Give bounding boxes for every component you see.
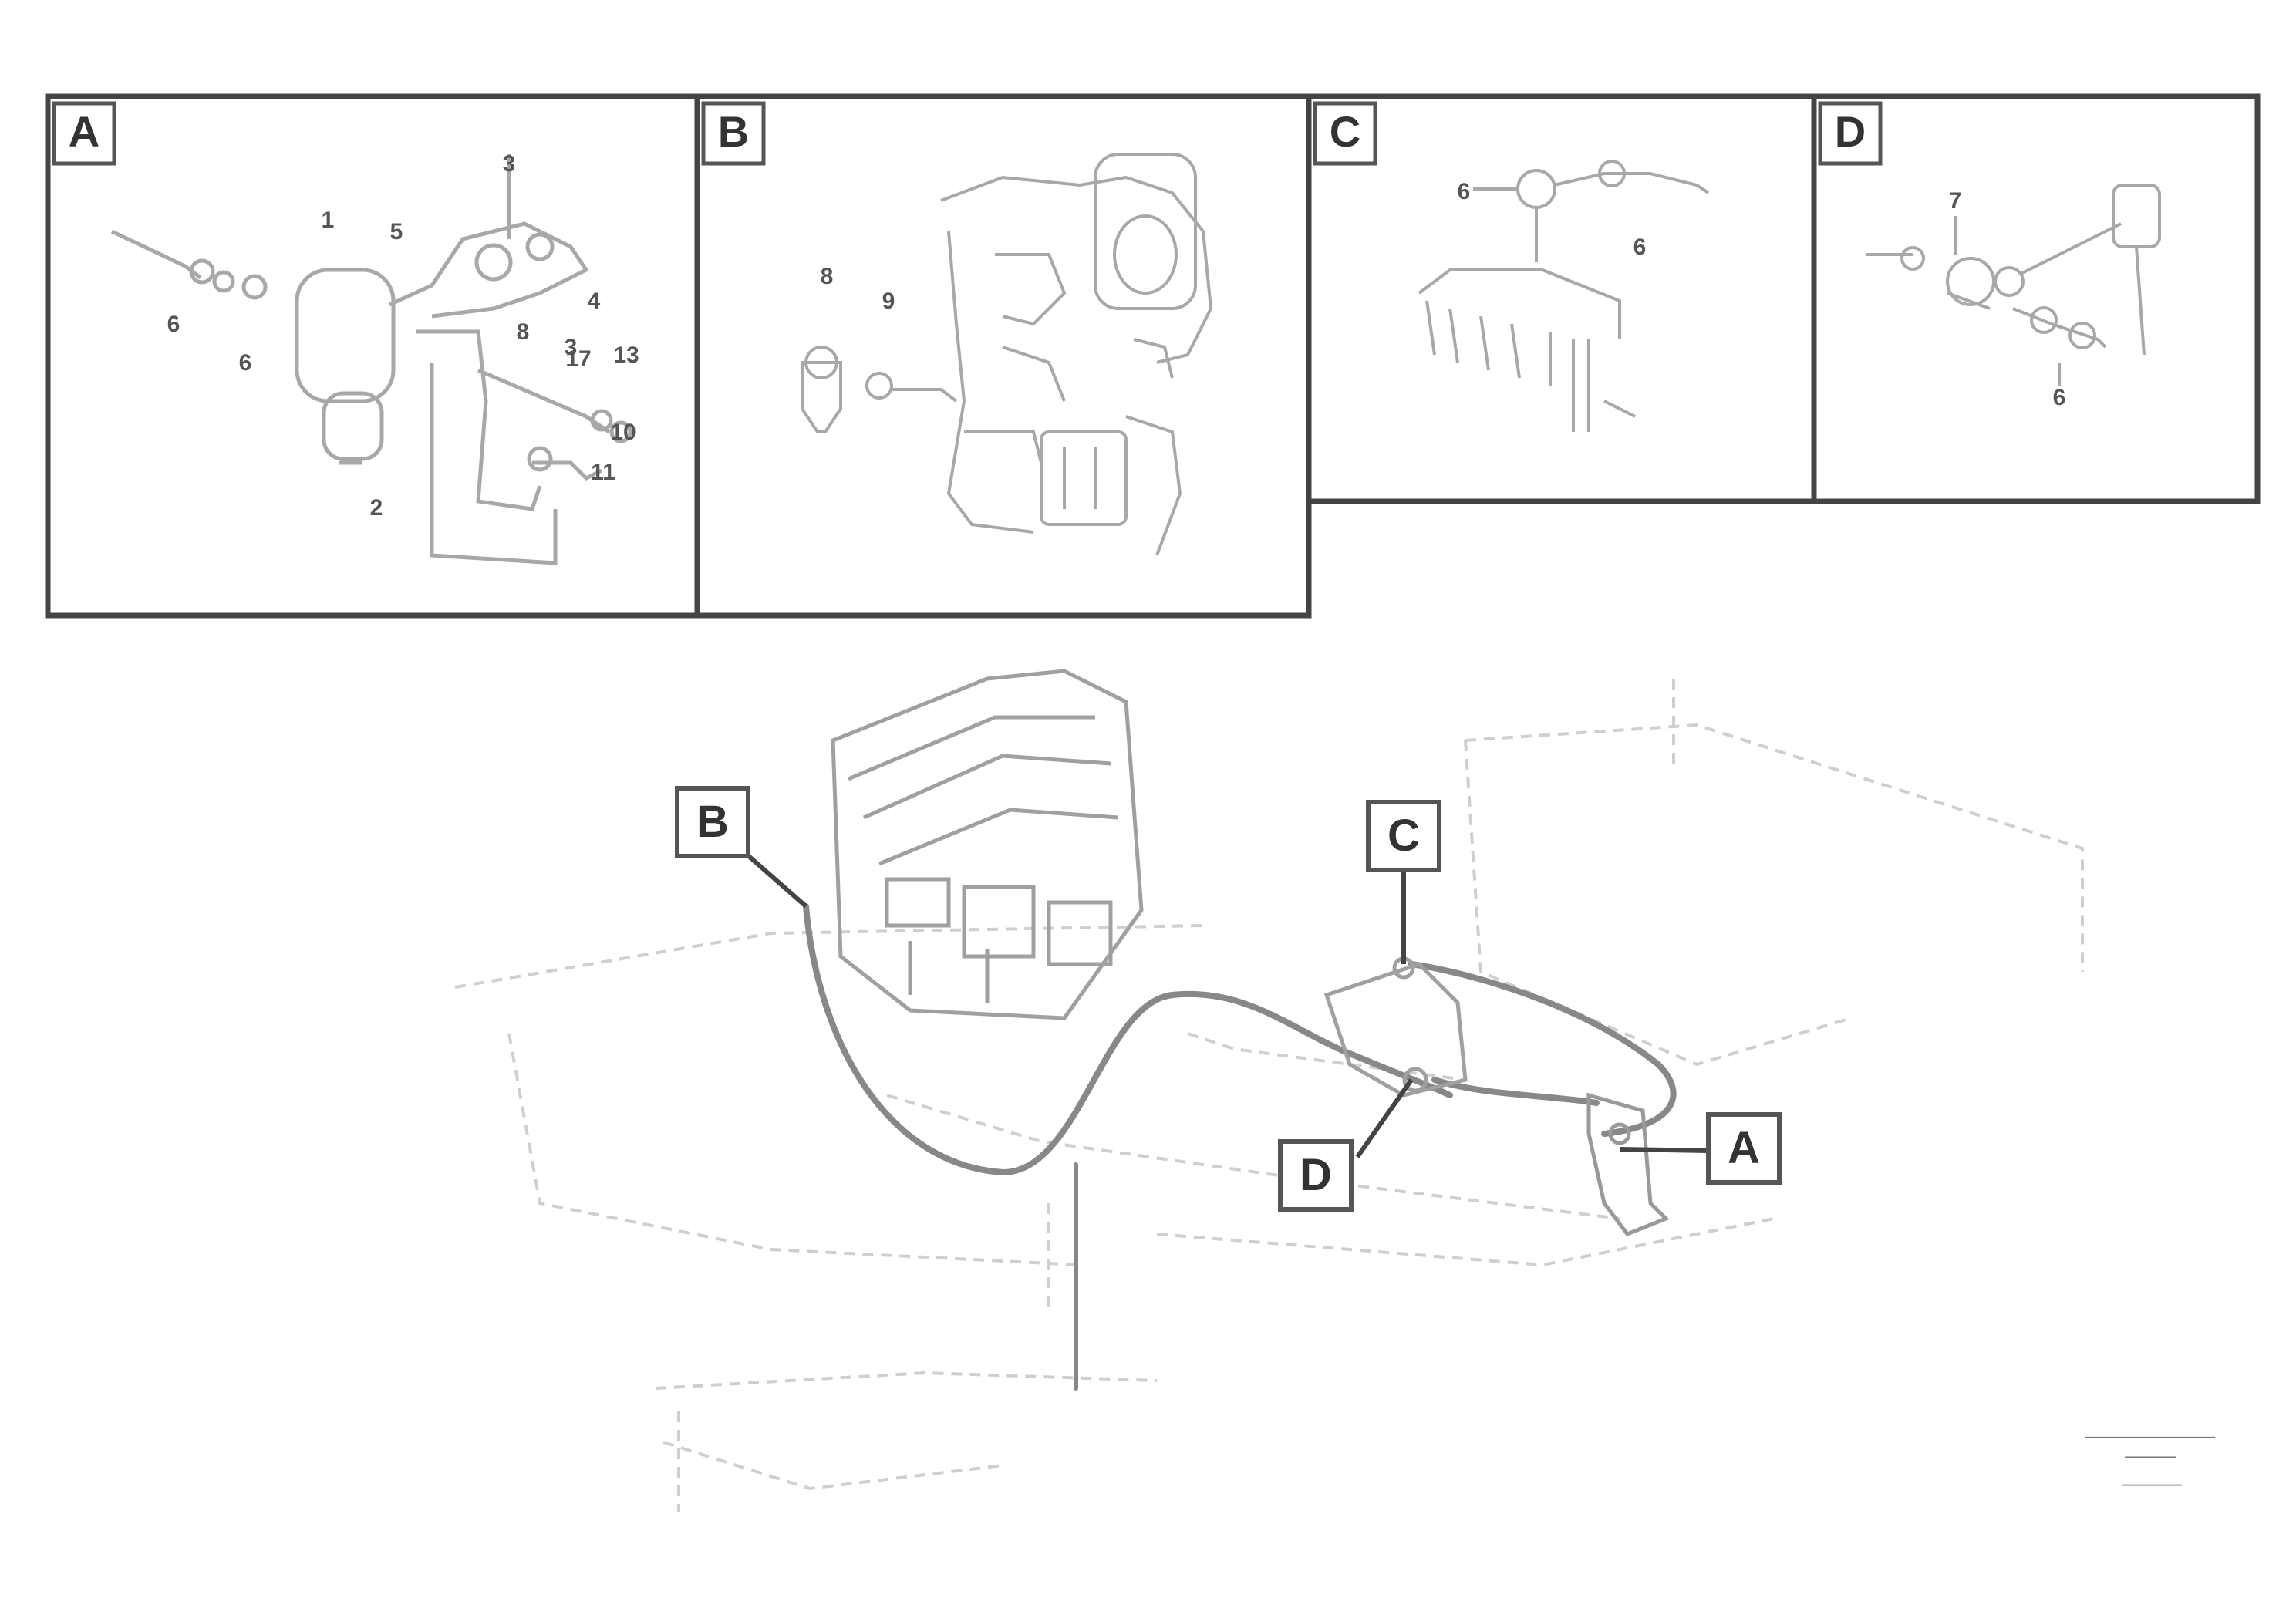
overview-tag-a: A [1706,1112,1782,1185]
fuel-hoses [803,903,1677,1391]
panel-a-frame [45,93,700,619]
leader-b [743,850,807,909]
drawing-reference: ——————— ——— ——— [2085,1426,2215,1495]
callout-b-1: 8 [821,264,834,289]
machine-overview: B C D A [454,669,2084,1512]
reference-line-1: ——————— [2085,1426,2215,1447]
overview-tag-b-letter: B [696,797,729,847]
callout-a-11: 10 [610,420,636,445]
callout-a-13: 2 [370,495,383,521]
overview-tag-d: D [1278,1139,1354,1212]
callout-a-4: 6 [167,312,180,337]
detail-panel-c: C 6 6 [1306,93,1817,504]
panel-d-frame [1811,93,2261,504]
overview-tag-c-box [1366,800,1441,872]
callout-c-2: 6 [1633,234,1647,260]
panel-d-callouts: 7 6 [1949,188,2066,410]
panel-c-tag [1313,101,1377,166]
drawing-number: ——— [2122,1472,2182,1495]
overview-tag-d-letter: D [1300,1150,1332,1200]
overview-tag-c: C [1366,800,1441,872]
panel-d-line-art [1866,184,2161,386]
overview-tag-a-letter: A [1728,1123,1760,1173]
overview-tag-d-box [1278,1139,1354,1212]
leader-a [1619,1147,1709,1153]
hose-return [1408,961,1677,1137]
panel-b-tag [701,101,766,166]
callout-a-12: 11 [591,460,615,485]
filter-assembly [1586,1092,1670,1237]
overview-tag-b-box [675,786,750,858]
detail-panel-b: B 8 9 [694,93,1312,619]
leader-lines [743,850,1709,1158]
panel-a-letter: A [69,107,99,156]
panel-c-callouts: 6 6 [1458,179,1647,260]
panel-a-callouts: 3 1 5 6 6 4 8 3 17 13 10 11 2 [167,151,639,521]
callout-a-6: 4 [588,288,601,314]
callout-a-1: 3 [503,151,516,177]
panel-a-tag [52,101,116,166]
callout-a-8: 3 [565,335,578,360]
callout-a-5: 6 [239,350,252,376]
callout-a-10: 13 [613,342,639,368]
overview-tag-b: B [675,786,750,858]
detail-panel-d: D 7 6 [1811,93,2261,504]
panel-b-frame [694,93,1312,619]
panel-a-line-art [110,154,632,565]
callout-a-7: 8 [517,319,530,345]
callout-a-2: 1 [322,207,335,233]
engine-block [831,669,1144,1020]
reference-line-2: ——— [2125,1446,2176,1465]
panel-d-tag [1818,101,1883,166]
panel-b-line-art [801,153,1213,556]
callout-c-1: 6 [1458,179,1471,204]
panel-c-frame [1306,93,1817,504]
panel-b-letter: B [718,107,749,156]
panel-c-letter: C [1330,107,1360,156]
hose-supply [803,903,1453,1176]
overview-tag-a-box [1706,1112,1782,1185]
callout-b-2: 9 [882,288,895,314]
callout-a-9: 17 [565,346,591,372]
detail-panel-a: A 3 1 5 6 6 4 [45,93,700,619]
callout-a-3: 5 [390,219,403,244]
callout-d-2: 6 [2053,385,2066,410]
panel-b-callouts: 8 9 [821,264,895,314]
callout-d-1: 7 [1949,188,1962,214]
panel-d-letter: D [1835,107,1866,156]
overview-tag-c-letter: C [1387,811,1420,861]
panel-c-line-art [1418,160,1710,432]
leader-d [1355,1078,1414,1158]
